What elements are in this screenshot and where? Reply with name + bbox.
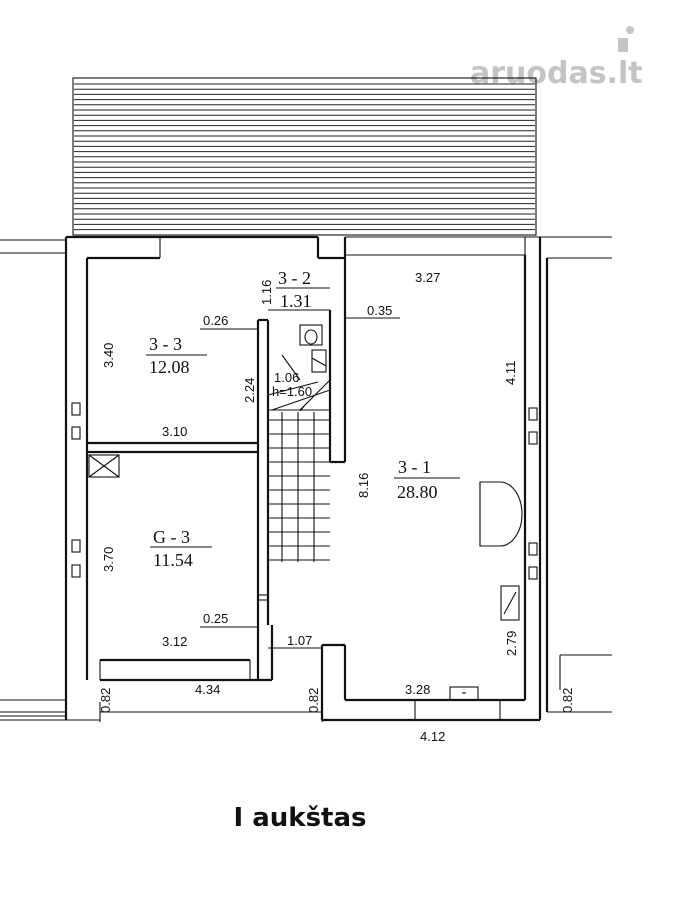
- room-id: 3 - 2: [278, 268, 311, 288]
- dimension-label: 3.27: [415, 270, 440, 285]
- dimension-label: h=1.60: [272, 384, 312, 399]
- dimension-label: 0.82: [98, 688, 113, 713]
- terrace-hatching: [72, 77, 537, 236]
- dimension-label: 8.16: [356, 473, 371, 498]
- room-area: 28.80: [397, 482, 438, 502]
- dimension-label: 1.16: [259, 280, 274, 305]
- dimension-label: 3.10: [162, 424, 187, 439]
- sink-icon: [311, 349, 327, 373]
- room-id: 3 - 1: [398, 457, 431, 477]
- dimension-label: 0.82: [560, 688, 575, 713]
- room-label-3-2: 3 - 2 1.31: [276, 268, 330, 311]
- watermark-logo-icon: [618, 26, 634, 52]
- toilet-icon: [299, 324, 323, 346]
- room-id: 3 - 3: [149, 334, 182, 354]
- dimension-label: 0.25: [203, 611, 228, 626]
- room-area: 1.31: [280, 291, 312, 311]
- room-id: G - 3: [153, 527, 190, 547]
- right-neighbour-wall: [540, 236, 612, 713]
- dimension-label: 4.12: [420, 729, 445, 744]
- dimension-label: 1.06: [274, 370, 299, 385]
- heater-icon: [500, 585, 520, 621]
- staircase: [268, 412, 330, 562]
- dimension-label: 4.34: [195, 682, 220, 697]
- dimension-label: 0.82: [306, 688, 321, 713]
- dimension-label: 4.11: [503, 361, 518, 385]
- room-area: 12.08: [149, 357, 190, 377]
- room-area: 11.54: [153, 550, 193, 570]
- stove-icon: [479, 481, 523, 547]
- watermark: aruodas.lt: [470, 26, 643, 91]
- dimension-label: 2.79: [504, 631, 519, 656]
- dimension-label: 3.70: [101, 547, 116, 572]
- dimension-label: 0.35: [367, 303, 392, 318]
- dimension-label: 0.26: [203, 313, 228, 328]
- dimension-label: 3.28: [405, 682, 430, 697]
- room-label-3-3: 3 - 3 12.08: [146, 334, 207, 377]
- watermark-text: aruodas.lt: [470, 56, 643, 91]
- dimension-label: 3.40: [101, 343, 116, 368]
- left-neighbour-wall: [0, 239, 66, 721]
- door-step-icon: [449, 686, 479, 701]
- dimension-lines: [99, 317, 400, 722]
- window-markers-left: [71, 402, 81, 578]
- dimension-label: 3.12: [162, 634, 187, 649]
- window-markers-right: [528, 407, 538, 580]
- dimension-label: 1.07: [287, 633, 312, 648]
- room-label-g-3: G - 3 11.54: [150, 527, 212, 570]
- room-label-3-1: 3 - 1 28.80: [394, 457, 460, 502]
- outer-walls: [64, 235, 542, 722]
- floor-title: I aukštas: [233, 803, 367, 833]
- dimension-label: 2.24: [242, 378, 257, 403]
- interior-walls: [87, 309, 347, 680]
- ventilation-box-icon: [88, 454, 120, 478]
